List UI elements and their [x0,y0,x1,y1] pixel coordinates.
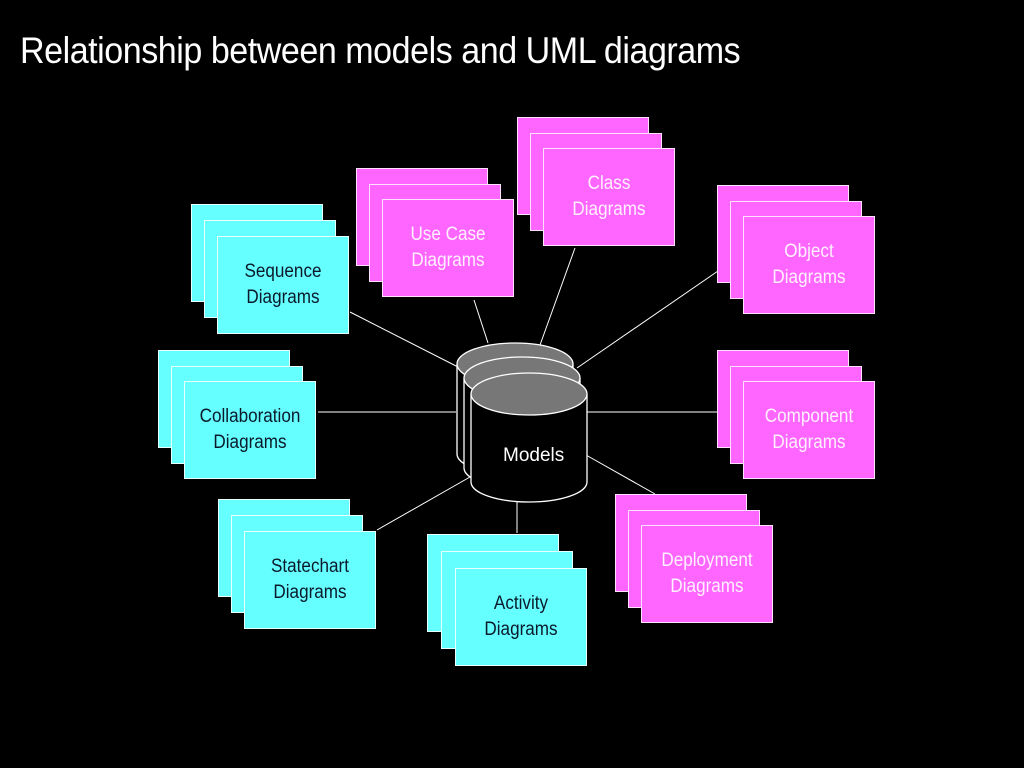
connector-class [539,247,576,346]
node-label-line2: Diagrams [572,199,646,220]
node-label-line1: Class [587,173,631,194]
node-label-line1: Use Case [410,224,486,245]
node-label-line1: Collaboration [199,406,301,427]
connector-deployment [585,454,656,495]
connector-sequence [349,311,461,369]
node-label-line1: Statechart [271,556,349,577]
connector-statechart [376,476,471,531]
node-label-line1: Deployment [661,550,753,571]
node-label-line2: Diagrams [213,432,287,453]
connector-use-case [473,299,489,344]
slide-title: Relationship between models and UML diag… [20,30,741,71]
node-label-line2: Diagrams [670,576,744,597]
node-label-line1: Sequence [244,261,322,282]
models-label: Models [503,445,565,466]
node-label-line1: Object [784,241,834,262]
models-database-icon[interactable] [450,336,600,508]
node-label-line2: Diagrams [772,267,846,288]
cylinder-front [470,372,588,503]
node-label-line1: Component [764,406,854,427]
node-label-line2: Diagrams [411,250,485,271]
node-label-line1: Activity [493,593,549,614]
connector-object [576,270,719,369]
node-label-line2: Diagrams [246,287,320,308]
node-label-line2: Diagrams [273,582,347,603]
node-label-line2: Diagrams [484,619,558,640]
node-label-line2: Diagrams [772,432,846,453]
